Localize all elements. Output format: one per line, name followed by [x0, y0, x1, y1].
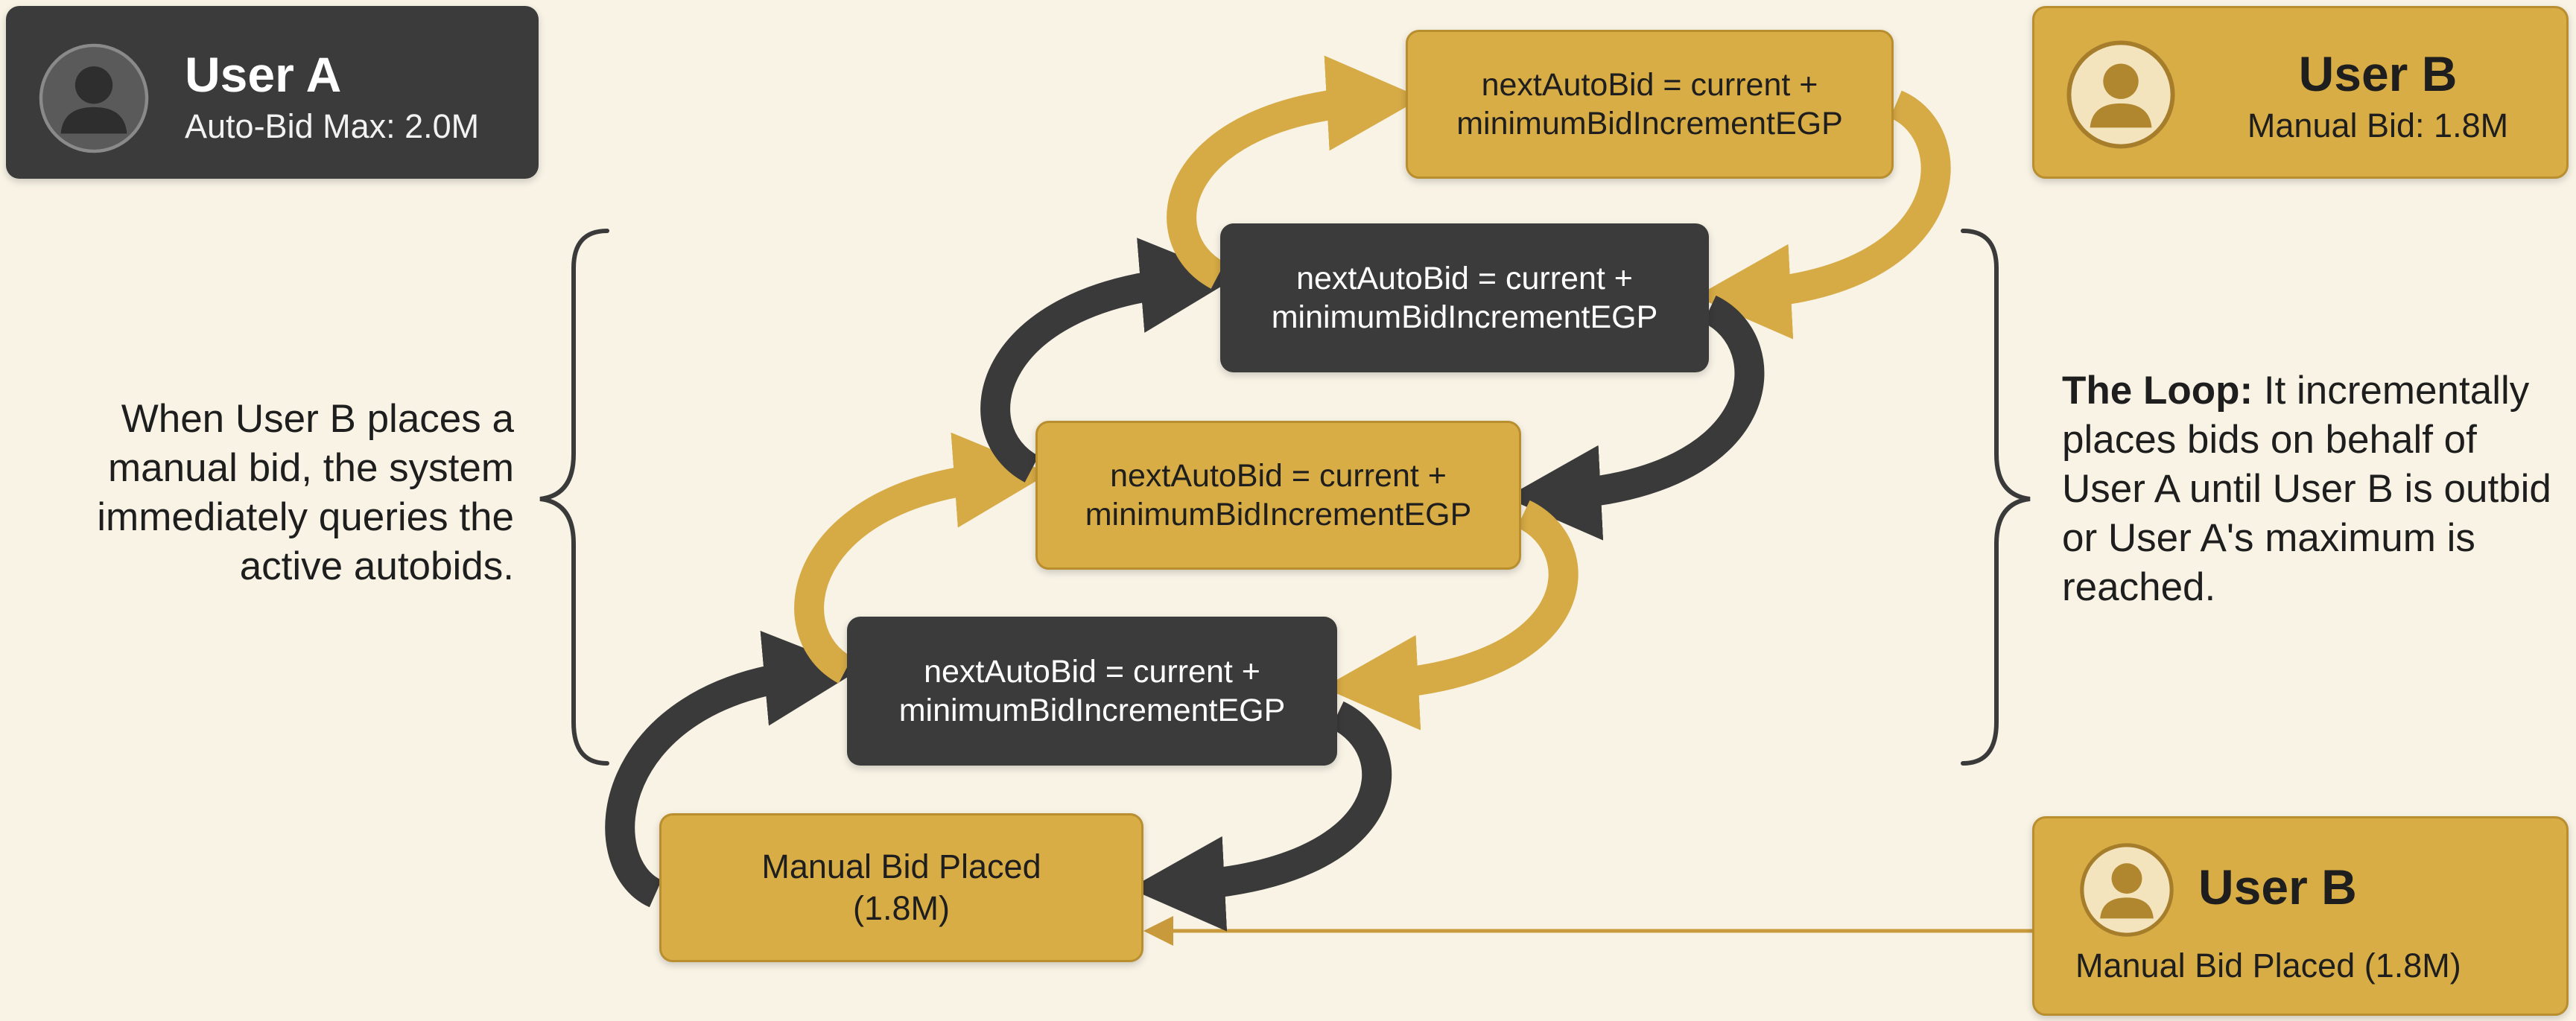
user-b-name: User B	[2298, 46, 2458, 101]
right-explanation-note: The Loop: It incrementally places bids o…	[2062, 366, 2554, 612]
loop-note-body: It incrementally places bids on behalf o…	[2062, 369, 2551, 609]
arrow-step3-to-step2	[980, 238, 1236, 483]
user-a-name: User A	[185, 47, 342, 102]
arrow-step2-down	[1506, 295, 1765, 541]
loop-note-title: The Loop:	[2062, 369, 2253, 413]
arrow-start-to-step4	[605, 631, 860, 908]
user-avatar-icon	[2066, 39, 2176, 150]
user-b-manual-bid-placed: Manual Bid Placed (1.8M)	[2075, 947, 2461, 985]
loop-step-box: nextAutoBid = current + minimumBidIncrem…	[1220, 223, 1709, 372]
user-avatar-icon	[39, 43, 149, 153]
right-brace	[1961, 229, 2031, 766]
step-line-2: minimumBidIncrementEGP	[898, 693, 1286, 728]
user-avatar-icon	[2079, 842, 2174, 938]
step-line-2: minimumBidIncrementEGP	[1456, 106, 1843, 141]
arrow-step4-to-step3	[794, 432, 1050, 684]
arrow-step2-to-step1	[1167, 55, 1422, 289]
loop-step-box: nextAutoBid = current + minimumBidIncrem…	[847, 617, 1337, 766]
arrow-step3-down	[1323, 500, 1579, 731]
left-brace	[539, 229, 609, 766]
step-line-1: nextAutoBid = current +	[1110, 458, 1447, 494]
step-line-2: minimumBidIncrementEGP	[1271, 299, 1658, 335]
user-b-name: User B	[2198, 859, 2357, 915]
step-line-1: nextAutoBid = current +	[1481, 67, 1818, 103]
step-line-1: nextAutoBid = current +	[924, 654, 1260, 690]
user-b-card-top: User B Manual Bid: 1.8M	[2032, 6, 2569, 179]
user-a-auto-bid-max: Auto-Bid Max: 2.0M	[185, 107, 480, 145]
arrow-step4-down	[1129, 701, 1392, 932]
loop-step-box: nextAutoBid = current + minimumBidIncrem…	[1035, 421, 1521, 570]
loop-step-box: nextAutoBid = current + minimumBidIncrem…	[1406, 30, 1894, 179]
left-explanation-note: When User B places a manual bid, the sys…	[97, 397, 514, 588]
user-b-manual-bid: Manual Bid: 1.8M	[2247, 106, 2509, 144]
user-b-card-bottom: User B Manual Bid Placed (1.8M)	[2032, 816, 2569, 1016]
user-a-card: User A Auto-Bid Max: 2.0M	[6, 6, 539, 179]
step-line-2: minimumBidIncrementEGP	[1085, 497, 1472, 532]
manual-bid-placed-box: Manual Bid Placed (1.8M)	[659, 813, 1143, 962]
arrow-step1-down	[1695, 90, 1951, 340]
step-line-1: nextAutoBid = current +	[1296, 261, 1633, 296]
start-line-2: (1.8M)	[852, 889, 950, 927]
start-line-1: Manual Bid Placed	[761, 847, 1041, 885]
